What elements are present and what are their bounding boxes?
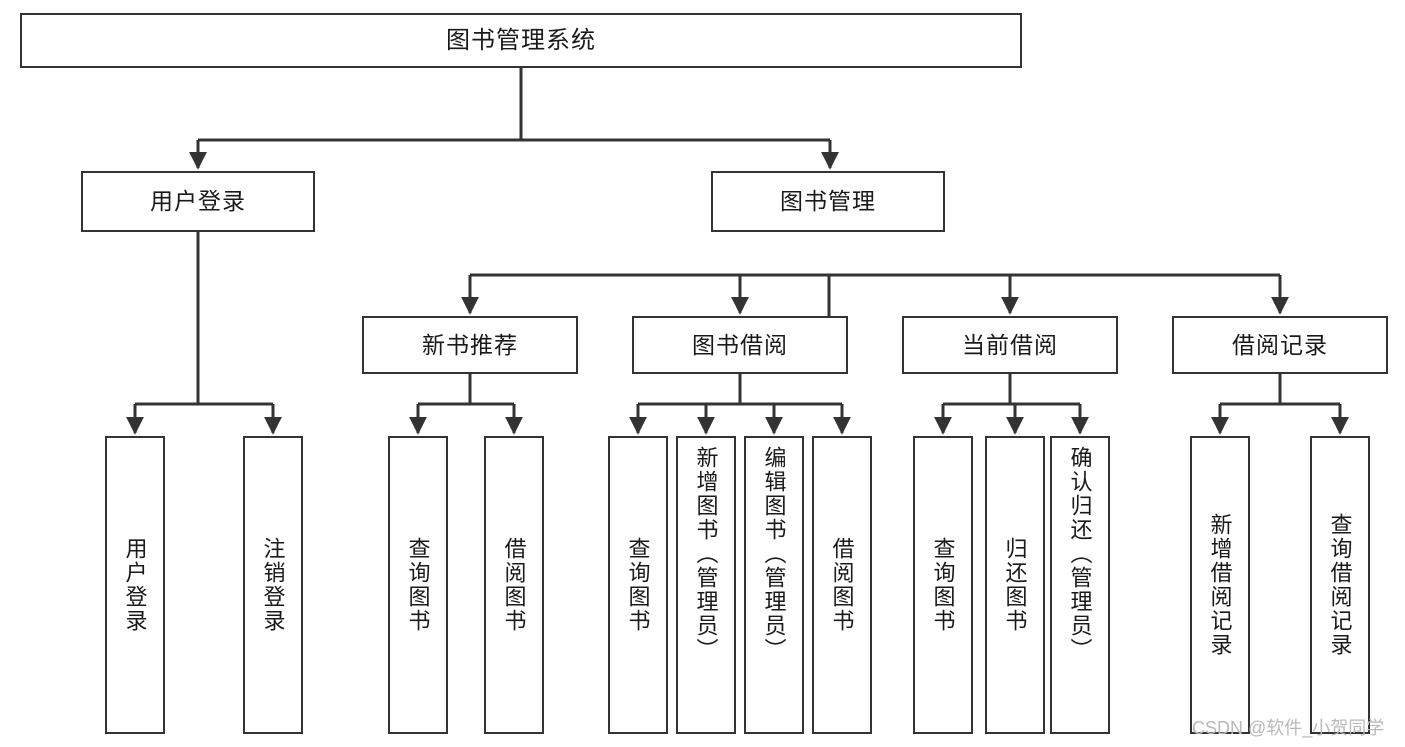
leaf-return-book-label: 归还图书 [1002, 537, 1028, 633]
leaf-query-book-current[interactable]: 查询图书 [913, 436, 973, 734]
node-book-manage[interactable]: 图书管理 [711, 171, 945, 232]
node-book-borrow[interactable]: 图书借阅 [632, 316, 848, 374]
leaf-confirm-return-admin-label: 确认归还（管理员） [1067, 446, 1093, 662]
leaf-query-book-recommend[interactable]: 查询图书 [388, 436, 448, 734]
leaf-user-login-label: 用户登录 [122, 537, 148, 633]
leaf-query-book-borrow-label: 查询图书 [625, 537, 651, 633]
leaf-query-book-borrow[interactable]: 查询图书 [608, 436, 668, 734]
node-borrow-record[interactable]: 借阅记录 [1172, 316, 1388, 374]
node-new-book-recommend-label: 新书推荐 [422, 331, 518, 358]
leaf-query-borrow-record-label: 查询借阅记录 [1327, 513, 1353, 657]
node-user-login[interactable]: 用户登录 [81, 171, 315, 232]
node-book-borrow-label: 图书借阅 [692, 331, 788, 358]
leaf-borrow-book-recommend-label: 借阅图书 [501, 537, 527, 633]
leaf-query-book-recommend-label: 查询图书 [405, 537, 431, 633]
node-user-login-label: 用户登录 [150, 188, 246, 215]
leaf-edit-book-admin-label: 编辑图书（管理员） [761, 446, 787, 662]
leaf-confirm-return-admin[interactable]: 确认归还（管理员） [1050, 436, 1110, 734]
node-current-borrow-label: 当前借阅 [962, 331, 1058, 358]
leaf-edit-book-admin[interactable]: 编辑图书（管理员） [744, 436, 804, 734]
node-borrow-record-label: 借阅记录 [1232, 331, 1328, 358]
leaf-user-login[interactable]: 用户登录 [105, 436, 165, 734]
leaf-add-borrow-record-label: 新增借阅记录 [1207, 513, 1233, 657]
node-root[interactable]: 图书管理系统 [20, 13, 1022, 68]
leaf-borrow-book-label: 借阅图书 [829, 537, 855, 633]
leaf-borrow-book[interactable]: 借阅图书 [812, 436, 872, 734]
csdn-watermark: CSDN @软件_小贺同学 [1192, 718, 1385, 738]
leaf-add-book-admin[interactable]: 新增图书（管理员） [676, 436, 736, 734]
leaf-borrow-book-recommend[interactable]: 借阅图书 [484, 436, 544, 734]
leaf-query-borrow-record[interactable]: 查询借阅记录 [1310, 436, 1370, 734]
leaf-logout[interactable]: 注销登录 [243, 436, 303, 734]
leaf-query-book-current-label: 查询图书 [930, 537, 956, 633]
leaf-return-book[interactable]: 归还图书 [985, 436, 1045, 734]
node-new-book-recommend[interactable]: 新书推荐 [362, 316, 578, 374]
node-root-label: 图书管理系统 [446, 26, 596, 54]
leaf-add-borrow-record[interactable]: 新增借阅记录 [1190, 436, 1250, 734]
leaf-logout-label: 注销登录 [260, 537, 286, 633]
node-book-manage-label: 图书管理 [780, 188, 876, 215]
leaf-add-book-admin-label: 新增图书（管理员） [693, 446, 719, 662]
node-current-borrow[interactable]: 当前借阅 [902, 316, 1118, 374]
